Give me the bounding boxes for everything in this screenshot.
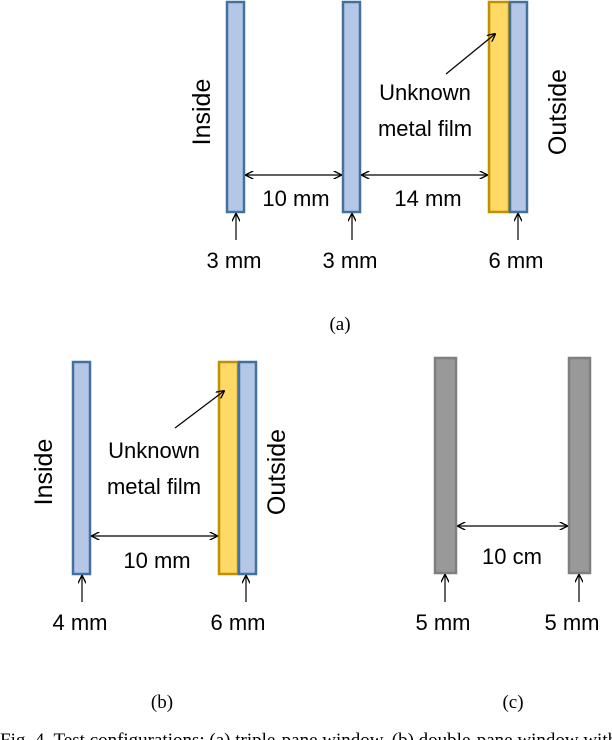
thickness-label-c2: 5 mm	[545, 610, 600, 635]
gap-label-b: 10 mm	[123, 548, 190, 573]
film-pointer-arrow-b	[174, 391, 224, 429]
caption-a: (a)	[329, 314, 350, 335]
thickness-label-a2: 3 mm	[323, 248, 378, 273]
caption-c: (c)	[502, 692, 523, 713]
pane-b2	[237, 360, 258, 576]
gap-label-a2: 14 mm	[394, 186, 461, 211]
film-pointer-arrow-a	[445, 34, 495, 75]
thickness-label-a3: 6 mm	[489, 248, 544, 273]
pane-a1	[225, 0, 246, 214]
caption-b: (b)	[151, 692, 173, 713]
film-label-a-line1: Unknown	[379, 80, 471, 105]
film-label-b-line2: metal film	[107, 474, 201, 499]
film-label-b-line1: Unknown	[108, 438, 200, 463]
inside-label-a: Inside	[188, 79, 216, 146]
diagram-b: Inside Outside Unknown metal film 10 mm …	[30, 360, 291, 713]
metal-film-b	[217, 360, 240, 576]
thickness-label-c1: 5 mm	[416, 610, 471, 635]
metal-film-a	[487, 0, 511, 214]
pane-a3	[508, 0, 529, 214]
diagram-a: Inside Outside Unknown metal film 10 mm …	[188, 0, 572, 335]
figure-caption: Fig. 4. Test configurations: (a) triple-…	[0, 730, 612, 740]
thickness-label-b2: 6 mm	[211, 610, 266, 635]
pane-a2	[341, 0, 362, 214]
gap-label-a1: 10 mm	[262, 186, 329, 211]
thickness-label-b1: 4 mm	[53, 610, 108, 635]
gap-label-c: 10 cm	[482, 544, 542, 569]
reference-pane-c2	[567, 356, 592, 575]
pane-b1	[71, 360, 92, 576]
inside-label-b: Inside	[30, 439, 58, 506]
thickness-label-a1: 3 mm	[207, 248, 262, 273]
reference-pane-c1	[433, 356, 458, 575]
outside-label-a: Outside	[544, 69, 572, 155]
diagram-c: 10 cm 5 mm 5 mm (c)	[416, 356, 600, 713]
outside-label-b: Outside	[263, 429, 291, 515]
film-label-a-line2: metal film	[378, 116, 472, 141]
